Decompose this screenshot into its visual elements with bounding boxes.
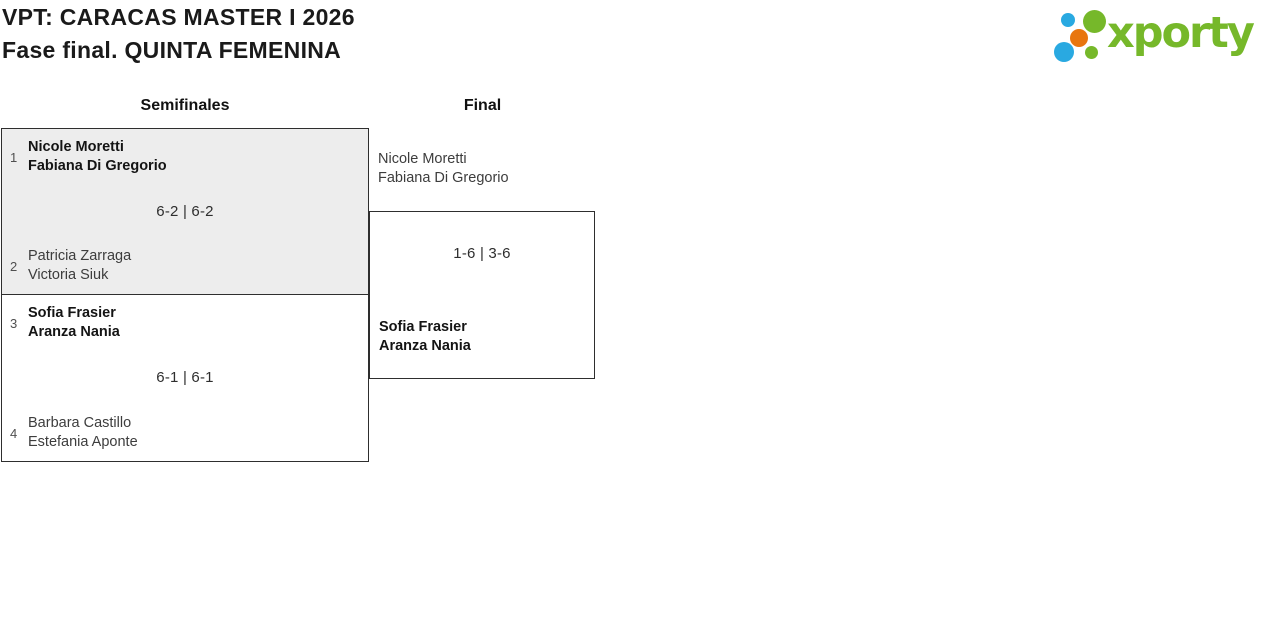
logo-dot-icon: [1083, 10, 1106, 33]
player-name: Sofia Frasier: [28, 305, 116, 321]
player-name: Aranza Nania: [379, 338, 471, 354]
team-names: Barbara Castillo Estefania Aponte: [28, 414, 138, 452]
phase-subtitle: Fase final. QUINTA FEMENINA: [2, 37, 342, 63]
team-seed-1: 1 Nicole Moretti Fabiana Di Gregorio: [10, 138, 167, 176]
player-name: Victoria Siuk: [28, 267, 109, 283]
logo-dot-icon: [1070, 29, 1088, 47]
player-name: Fabiana Di Gregorio: [378, 170, 509, 186]
round-header-semifinals: Semifinales: [140, 97, 230, 114]
match-score: 1-6 | 3-6: [453, 245, 511, 262]
match-semifinal-1: 1 Nicole Moretti Fabiana Di Gregorio 6-2…: [1, 128, 369, 295]
final-team-top: Nicole Moretti Fabiana Di Gregorio: [378, 150, 509, 188]
xporty-logo[interactable]: xporty: [1048, 4, 1278, 74]
logo-dot-icon: [1085, 46, 1098, 59]
seed-number: 2: [10, 258, 18, 274]
logo-dot-icon: [1061, 13, 1075, 27]
team-seed-2: 2 Patricia Zarraga Victoria Siuk: [10, 247, 131, 285]
player-name: Nicole Moretti: [28, 139, 124, 155]
final-team-bottom: Sofia Frasier Aranza Nania: [379, 318, 471, 356]
match-final: 1-6 | 3-6 Sofia Frasier Aranza Nania: [369, 211, 595, 379]
player-name: Estefania Aponte: [28, 434, 138, 450]
logo-dot-icon: [1054, 42, 1074, 62]
player-name: Aranza Nania: [28, 324, 120, 340]
match-score: 6-2 | 6-2: [156, 203, 214, 220]
match-semifinal-2: 3 Sofia Frasier Aranza Nania 6-1 | 6-1 4…: [1, 294, 369, 462]
match-score: 6-1 | 6-1: [156, 369, 214, 386]
tournament-title: VPT: CARACAS MASTER I 2026: [2, 4, 355, 30]
team-names: Patricia Zarraga Victoria Siuk: [28, 247, 131, 285]
seed-number: 4: [10, 425, 18, 441]
player-name: Fabiana Di Gregorio: [28, 158, 167, 174]
player-name: Barbara Castillo: [28, 415, 132, 431]
round-header-final: Final: [463, 97, 502, 114]
team-seed-3: 3 Sofia Frasier Aranza Nania: [10, 304, 120, 342]
logo-wordmark: xporty: [1107, 8, 1255, 58]
team-names: Nicole Moretti Fabiana Di Gregorio: [28, 138, 167, 176]
team-names: Sofia Frasier Aranza Nania: [28, 304, 120, 342]
seed-number: 1: [10, 149, 18, 165]
team-seed-4: 4 Barbara Castillo Estefania Aponte: [10, 414, 138, 452]
page-title: VPT: CARACAS MASTER I 2026 Fase final. Q…: [2, 1, 355, 67]
seed-number: 3: [10, 315, 18, 331]
player-name: Patricia Zarraga: [28, 248, 132, 264]
player-name: Sofia Frasier: [379, 319, 467, 335]
player-name: Nicole Moretti: [378, 151, 467, 167]
